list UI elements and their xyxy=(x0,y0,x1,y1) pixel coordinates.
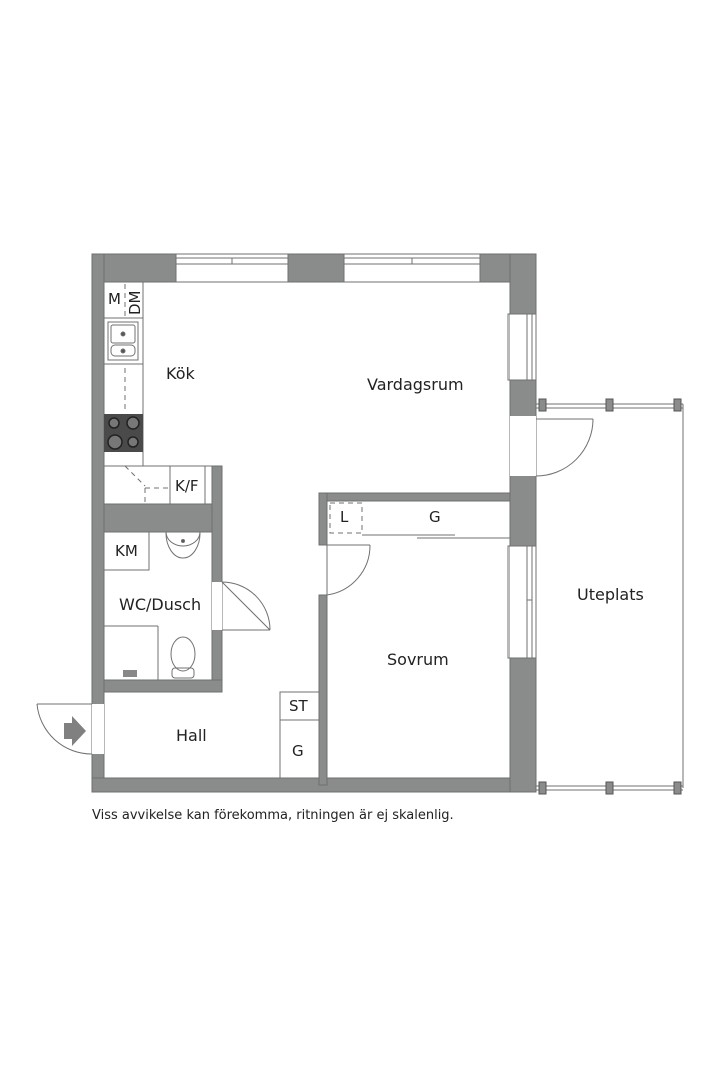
wall-bottom xyxy=(91,777,537,793)
fixture-dishwasher-label: DM xyxy=(126,290,144,316)
room-hall-label: Hall xyxy=(176,726,207,745)
room-kitchen-label: Kök xyxy=(166,364,195,383)
disclaimer-note: Viss avvikelse kan förekomma, ritningen … xyxy=(92,808,454,823)
fixture-microwave-label: M xyxy=(108,290,121,308)
room-patio-label: Uteplats xyxy=(577,585,644,604)
fixture-wardrobe-hall-label: G xyxy=(292,742,304,760)
fixture-fridge-label: K/F xyxy=(175,477,199,495)
wall-kitchen-bath xyxy=(103,503,223,533)
wall-bedroom-left-lower xyxy=(318,594,328,786)
fixture-linen-label: L xyxy=(340,508,349,526)
wall-bedroom-left-upper xyxy=(318,492,328,546)
room-bathroom-label: WC/Dusch xyxy=(119,595,202,614)
entrance-arrow-icon xyxy=(64,716,86,746)
wall-bath-hall xyxy=(103,679,223,693)
fixture-wardrobe-bedroom-label: G xyxy=(429,508,441,526)
fixture-washing-machine-label: KM xyxy=(115,542,138,560)
fixture-storage-label: ST xyxy=(289,697,308,715)
room-bedroom-label: Sovrum xyxy=(387,650,449,669)
room-living-label: Vardagsrum xyxy=(367,375,464,394)
